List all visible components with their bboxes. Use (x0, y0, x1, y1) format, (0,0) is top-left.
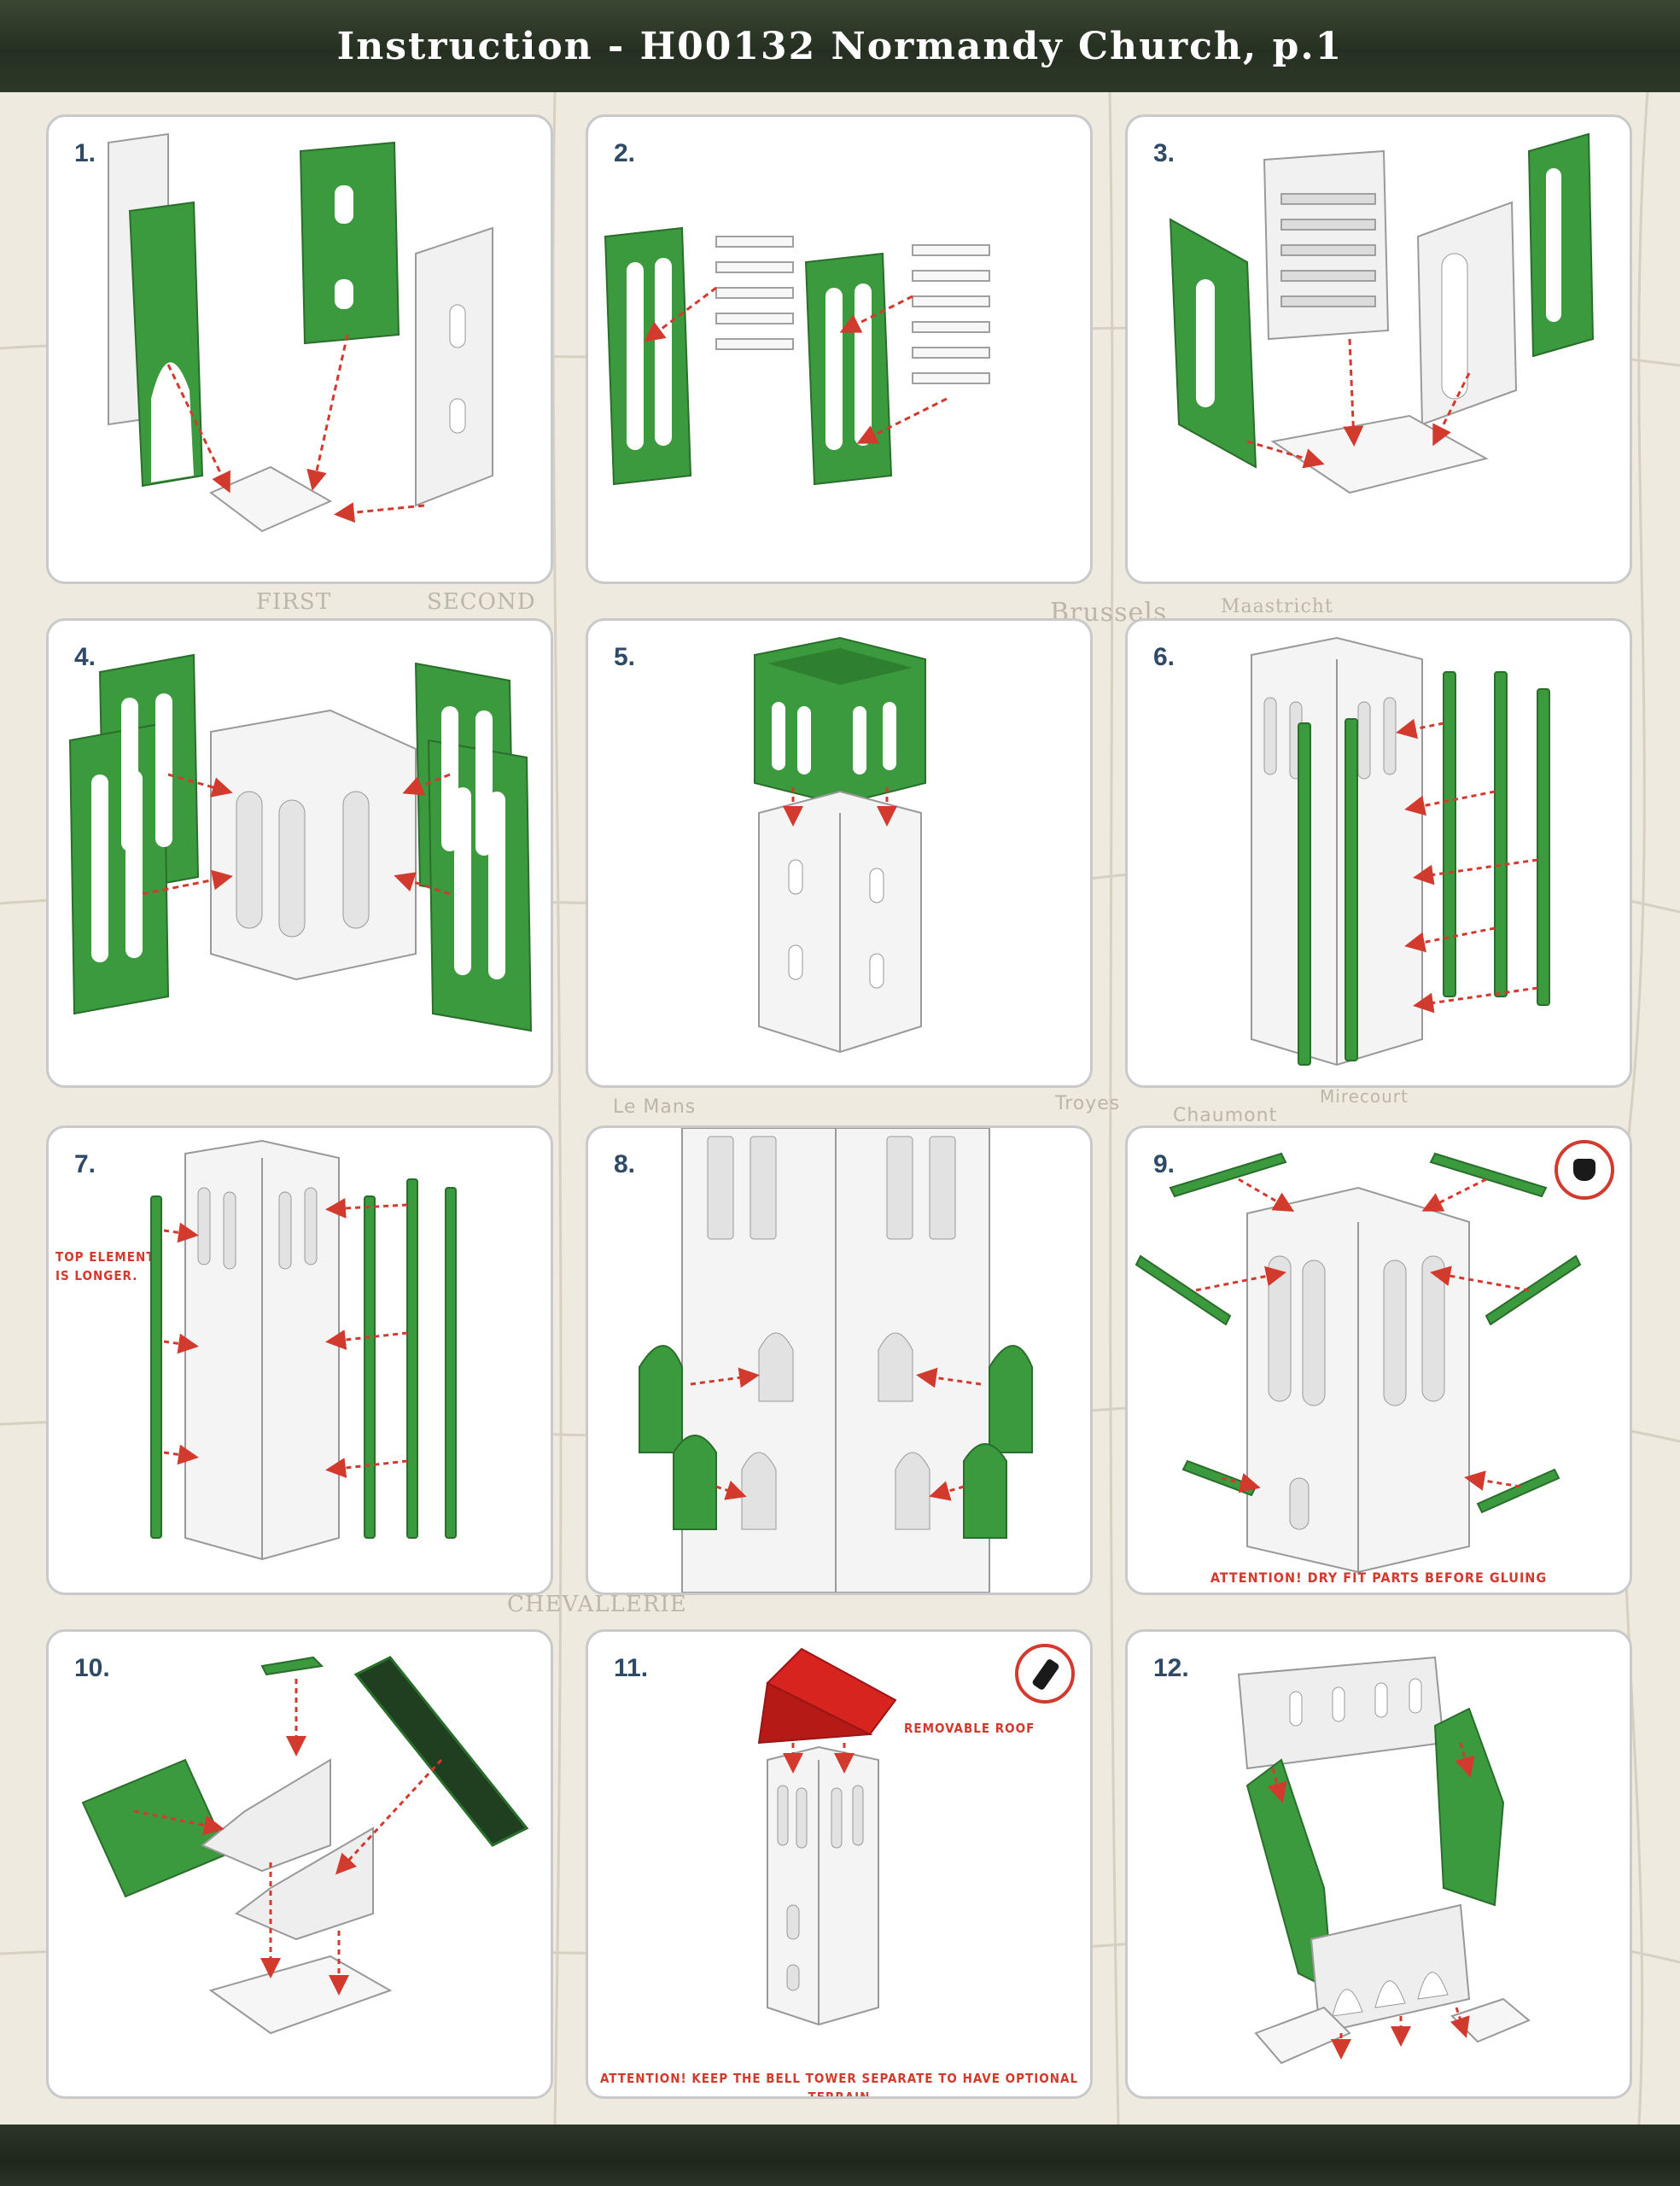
step-number: 1. (74, 139, 96, 167)
step-panel-12: 12. (1125, 1629, 1632, 2099)
map-label: Chaumont (1173, 1105, 1278, 1126)
step-5-illustration (754, 636, 926, 1054)
step-number: 8. (614, 1150, 636, 1178)
step-panel-10: 10. (46, 1629, 553, 2099)
step-panel-1: 1. (46, 114, 553, 584)
step-number: 5. (614, 643, 636, 671)
step-2-illustration (604, 226, 990, 486)
step-number: 4. (74, 643, 96, 671)
step-number: 6. (1153, 643, 1175, 671)
step-number: 12. (1153, 1654, 1189, 1682)
dry-fit-stamp (1555, 1140, 1614, 1200)
step-3-illustration (1169, 132, 1595, 494)
map-label: Maastricht (1221, 596, 1333, 617)
dry-fit-note: ATTENTION! DRY FIT PARTS BEFORE GLUING (1210, 1569, 1548, 1586)
map-label: Troyes (1055, 1093, 1121, 1114)
step-panel-9: 9. (1125, 1125, 1632, 1595)
step-panel-2: 2. (586, 114, 1093, 584)
map-label: SECOND (427, 589, 536, 615)
step-number: 11. (614, 1654, 649, 1682)
map-label: FIRST (256, 589, 332, 615)
top-element-note: TOP ELEMENT IS LONGER. (55, 1249, 155, 1283)
page-header: Instruction - H00132 Normandy Church, p.… (0, 0, 1680, 92)
page-footer (0, 2125, 1680, 2186)
removable-roof-label: REMOVABLE ROOF (904, 1721, 1035, 1736)
step-number: 10. (74, 1654, 110, 1682)
step-panel-4: 4. (46, 618, 553, 1088)
step-panel-8: 8. (586, 1125, 1093, 1595)
page-title: Instruction - H00132 Normandy Church, p.… (336, 24, 1344, 68)
map-label: Mirecourt (1320, 1086, 1409, 1107)
step-9-illustration (1135, 1152, 1582, 1574)
step-panel-3: 3. (1125, 114, 1632, 584)
step-12-illustration (1237, 1656, 1531, 2065)
step-6-illustration (1251, 636, 1550, 1067)
step-7-illustration (150, 1139, 457, 1561)
step-10-illustration (81, 1656, 529, 2035)
step-panel-11: 11. REMOVABLE ROOF ATTENTION! KEEP THE B… (586, 1629, 1093, 2099)
step-1-illustration (108, 132, 493, 533)
step-number: 9. (1153, 1150, 1175, 1178)
bell-tower-note: ATTENTION! KEEP THE BELL TOWER SEPARATE … (599, 2071, 1079, 2099)
step-panel-6: 6. (1125, 618, 1632, 1088)
step-number: 3. (1153, 139, 1175, 167)
step-4-illustration (68, 653, 533, 1032)
step-11-illustration (757, 1647, 897, 2026)
do-not-glue-stamp (1015, 1644, 1075, 1704)
map-label: Le Mans (613, 1096, 697, 1118)
step-panel-7: 7. TOP ELEMENT IS LONGER. (46, 1125, 553, 1595)
step-number: 7. (74, 1150, 96, 1178)
step-panel-5: 5. (586, 618, 1093, 1088)
step-number: 2. (614, 139, 636, 167)
hand-icon (1573, 1159, 1595, 1181)
map-label: CHEVALLERIE (507, 1592, 687, 1617)
step-8-illustration (639, 1128, 1033, 1593)
